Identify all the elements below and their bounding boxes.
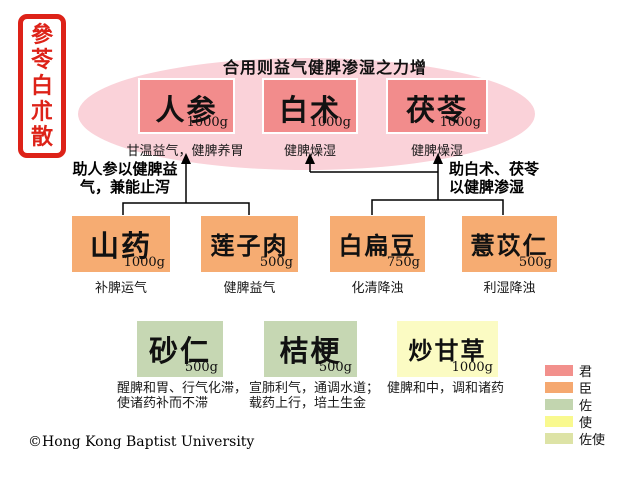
caption-line: 载药上行，培土生金 xyxy=(249,396,367,411)
herb-box-yiyiren: 薏苡仁 500g xyxy=(462,216,557,272)
herb-box-lianzirou: 莲子肉 500g xyxy=(201,216,298,272)
annotation-left-line1: 助人参以健脾益 xyxy=(72,160,178,178)
legend-row-zuoshi: 佐使 xyxy=(545,430,606,448)
herb-name: 桔梗 xyxy=(279,334,342,368)
stamp-char: 朮 xyxy=(30,98,53,125)
annotation-right: 助白术、茯苓 以健脾渗湿 xyxy=(449,160,561,196)
herb-caption-yiyiren: 利湿降浊 xyxy=(483,281,536,296)
herb-box-chaogancao: 炒甘草 1000g xyxy=(397,321,498,377)
caption-line: 健脾和中，调和诸药 xyxy=(387,381,505,396)
herb-caption-shanyao: 补脾运气 xyxy=(94,281,147,296)
stamp-char: 散 xyxy=(30,124,53,151)
herb-caption-fuling: 健脾燥湿 xyxy=(410,144,463,159)
herb-caption-chaogancao: 健脾和中，调和诸药 xyxy=(387,381,504,396)
herb-box-shanyao: 山药 1000g xyxy=(72,216,170,272)
legend-label: 君 xyxy=(579,364,593,380)
herb-name: 山药 xyxy=(89,229,152,263)
herb-amount: 1000g xyxy=(439,115,481,130)
legend-swatch-zuoshi xyxy=(545,432,573,444)
herb-amount: 500g xyxy=(318,360,352,375)
herb-name: 白术 xyxy=(278,93,341,127)
herb-amount: 1000g xyxy=(123,255,165,270)
herb-box-renshen: 人参 1000g xyxy=(138,78,235,134)
herb-caption-sharen: 醒脾和胃、行气化滞， 使诸药补而不滞 xyxy=(117,381,247,411)
herb-amount: 1000g xyxy=(186,115,228,130)
herb-amount: 500g xyxy=(184,360,218,375)
herb-amount: 1000g xyxy=(309,115,351,130)
herb-name: 白扁豆 xyxy=(338,231,417,260)
herb-amount: 500g xyxy=(518,255,552,270)
legend-label: 使 xyxy=(579,415,593,431)
legend-swatch-jun xyxy=(545,364,573,376)
herb-caption-baibiandou: 化清降浊 xyxy=(351,281,404,296)
legend-swatch-shi xyxy=(545,415,573,427)
legend-label: 佐使 xyxy=(579,432,606,448)
legend-label: 佐 xyxy=(579,398,593,414)
herb-caption-lianzirou: 健脾益气 xyxy=(223,281,276,296)
stamp-char: 參 xyxy=(30,21,53,48)
herb-caption-jiegeng: 宣肺利气，通调水道； 载药上行，培土生金 xyxy=(249,381,379,411)
role-legend: 君 臣 佐 使 佐使 xyxy=(545,362,606,448)
stamp-char: 白 xyxy=(30,72,53,99)
herb-amount: 500g xyxy=(259,255,293,270)
legend-row-shi: 使 xyxy=(545,413,605,431)
legend-row-zuo: 佐 xyxy=(545,396,605,414)
herb-name: 砂仁 xyxy=(148,334,211,368)
herb-box-sharen: 砂仁 500g xyxy=(137,321,223,377)
annotation-right-line1: 助白术、茯苓 xyxy=(449,160,540,178)
legend-row-jun: 君 xyxy=(545,362,605,380)
herb-caption-renshen: 甘温益气，健脾养胃 xyxy=(126,144,244,159)
legend-label: 臣 xyxy=(579,381,593,397)
caption-line: 使诸药补而不滞 xyxy=(117,396,209,411)
annotation-right-line2: 以健脾渗湿 xyxy=(449,178,525,196)
legend-row-chen: 臣 xyxy=(545,379,605,397)
annotation-left: 助人参以健脾益 气，兼能止泻 xyxy=(66,160,184,196)
herb-name: 薏苡仁 xyxy=(470,231,549,260)
herb-box-baibiandou: 白扁豆 750g xyxy=(330,216,425,272)
annotation-left-line2: 气，兼能止泻 xyxy=(79,178,170,196)
legend-swatch-zuo xyxy=(545,398,573,410)
caption-line: 宣肺利气，通调水道； xyxy=(249,381,380,396)
herb-name: 炒甘草 xyxy=(408,336,487,365)
herb-caption-baizhu: 健脾燥湿 xyxy=(283,144,336,159)
herb-amount: 1000g xyxy=(451,360,493,375)
herb-box-fuling: 茯苓 1000g xyxy=(386,78,488,134)
copyright-text: ©Hong Kong Baptist University xyxy=(28,434,255,450)
herb-name: 莲子肉 xyxy=(210,231,289,260)
herb-name: 人参 xyxy=(155,93,218,127)
caption-line: 醒脾和胃、行气化滞， xyxy=(117,381,248,396)
legend-swatch-chen xyxy=(545,381,573,393)
herb-box-jiegeng: 桔梗 500g xyxy=(264,321,357,377)
herb-name: 茯苓 xyxy=(405,93,468,127)
herb-amount: 750g xyxy=(386,255,420,270)
formula-seal-stamp: 參 苓 白 朮 散 xyxy=(18,14,66,158)
stamp-char: 苓 xyxy=(30,47,53,74)
herb-box-baizhu: 白术 1000g xyxy=(262,78,358,134)
diagram-title: 合用则益气健脾渗湿之力增 xyxy=(222,58,427,77)
